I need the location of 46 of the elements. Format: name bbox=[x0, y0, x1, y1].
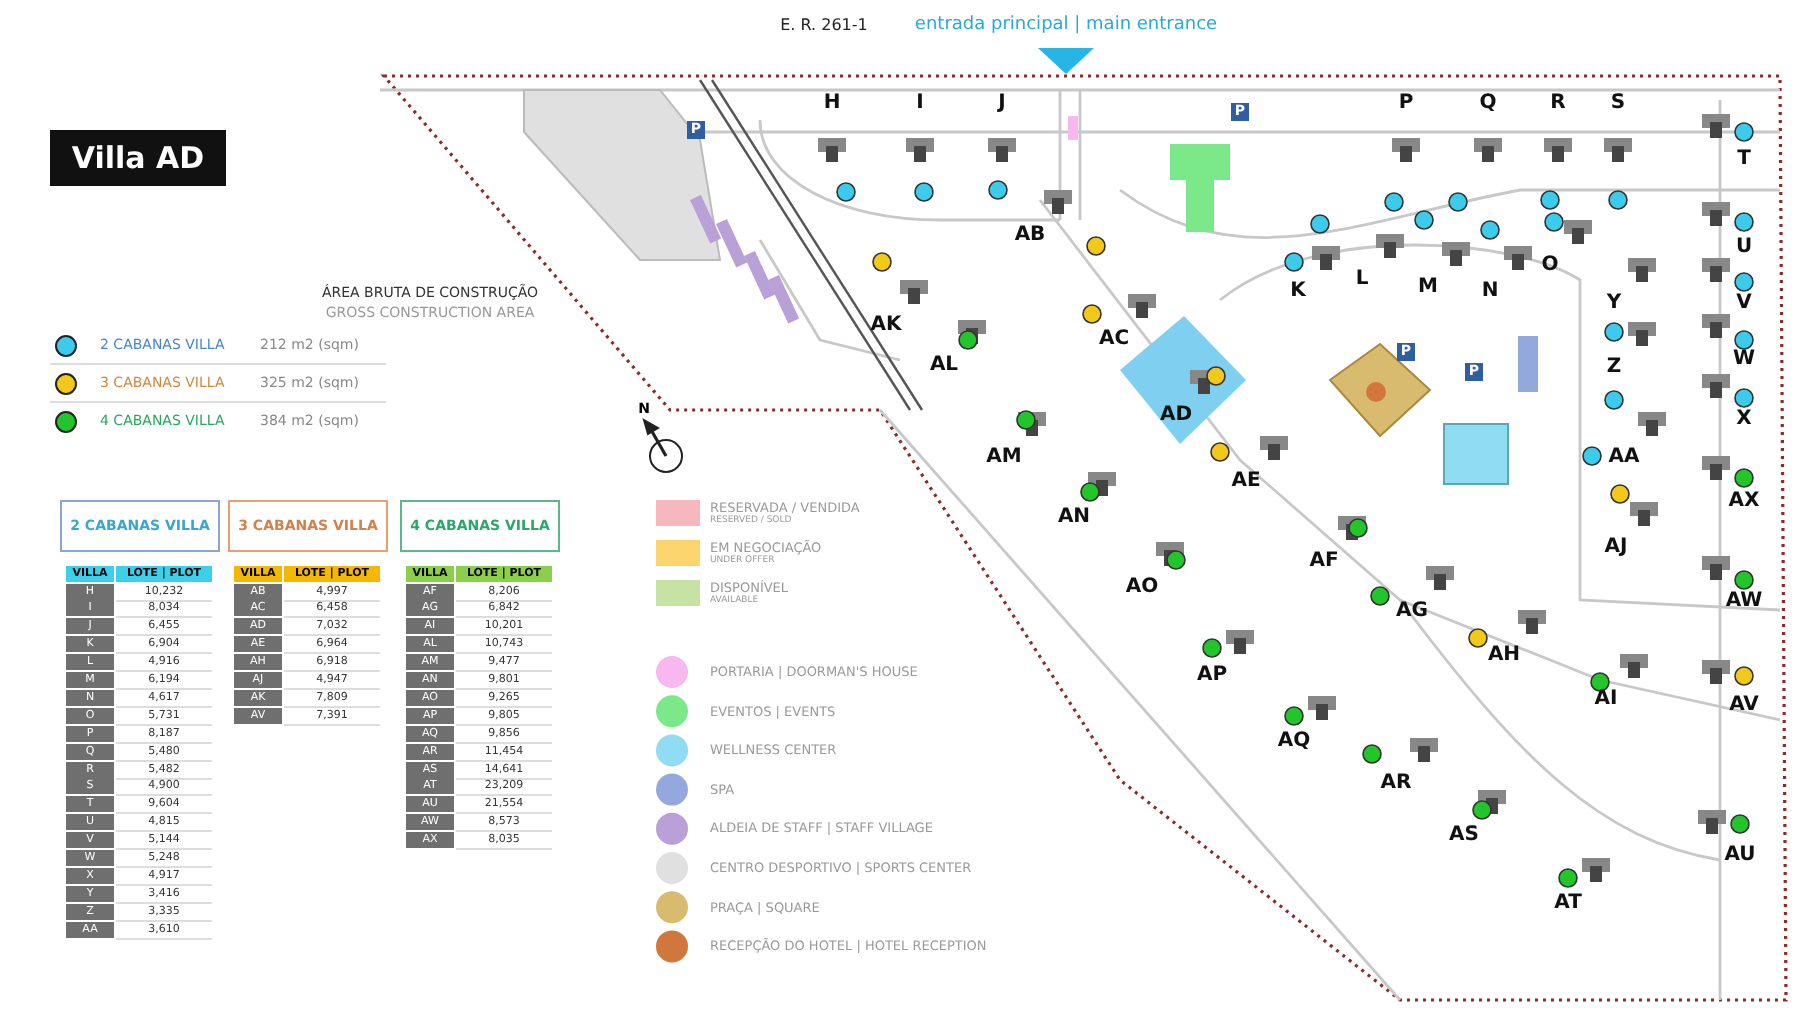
plot-label: AL bbox=[929, 356, 959, 376]
plot-label: Q bbox=[1479, 94, 1497, 114]
plot-label: P bbox=[1398, 94, 1414, 114]
plot-label: M bbox=[1418, 278, 1438, 298]
plot-label: U bbox=[1735, 238, 1753, 258]
plot-label: AJ bbox=[1604, 538, 1628, 558]
plot-label: AC bbox=[1098, 330, 1130, 350]
plot-label: H bbox=[823, 94, 841, 114]
plot-label: AW bbox=[1725, 592, 1763, 612]
title-banner: Villa AD bbox=[50, 130, 226, 186]
plot-label: N bbox=[1481, 282, 1499, 302]
plot-label: T bbox=[1737, 150, 1751, 170]
plot-label: AM bbox=[986, 448, 1022, 468]
plot-label: Z bbox=[1606, 358, 1622, 378]
plot-label: AK bbox=[870, 316, 902, 336]
plot-label: AU bbox=[1724, 846, 1756, 866]
plot-label: X bbox=[1736, 410, 1752, 430]
plot-label: AA bbox=[1608, 448, 1640, 468]
plot-label: I bbox=[916, 94, 924, 114]
plot-label: AN bbox=[1057, 508, 1091, 528]
plot-label: AR bbox=[1380, 774, 1412, 794]
plot-label: AQ bbox=[1277, 732, 1311, 752]
plot-label: AG bbox=[1396, 602, 1428, 622]
plot-label: AP bbox=[1196, 666, 1228, 686]
road-name: E. R. 261-1 bbox=[780, 18, 868, 34]
plot-label: AT bbox=[1554, 894, 1582, 914]
plot-label: Y bbox=[1606, 294, 1622, 314]
plot-label: S bbox=[1610, 94, 1626, 114]
plot-label: AO bbox=[1125, 578, 1159, 598]
plot-label: AV bbox=[1729, 696, 1759, 716]
plot-label: AF bbox=[1309, 552, 1339, 572]
plot-label: R bbox=[1550, 94, 1566, 114]
plot-label: W bbox=[1732, 350, 1756, 370]
plot-label: L bbox=[1355, 270, 1369, 290]
plot-label: J bbox=[998, 94, 1006, 114]
plot-label: AX bbox=[1728, 492, 1760, 512]
plot-label: AS bbox=[1449, 826, 1479, 846]
plot-label: AI bbox=[1594, 690, 1618, 710]
plot-label: K bbox=[1290, 282, 1306, 302]
plot-label: AB bbox=[1014, 226, 1046, 246]
plot-label: O bbox=[1541, 256, 1559, 276]
entrance-label: entrada principal | main entrance bbox=[914, 17, 1218, 35]
plot-label: AE bbox=[1231, 472, 1261, 492]
plot-label: V bbox=[1736, 294, 1752, 314]
plot-label: AD bbox=[1159, 406, 1193, 426]
plot-label: AH bbox=[1487, 646, 1521, 666]
